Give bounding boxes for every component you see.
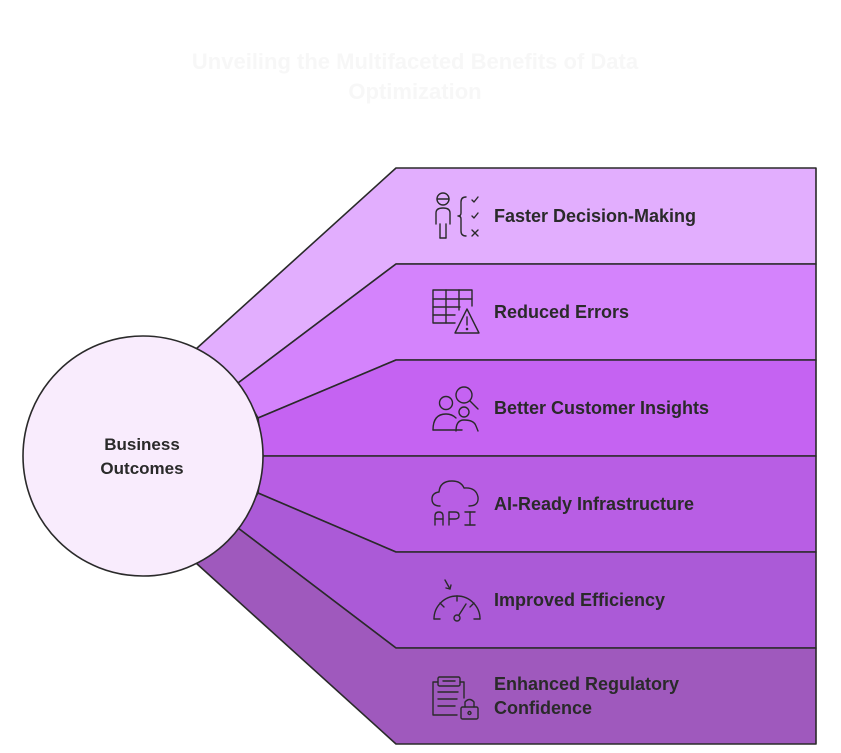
speedometer-icon xyxy=(433,579,481,622)
label-improved-efficiency: Improved Efficiency xyxy=(494,590,665,610)
label-enhanced-regulatory-line-1: Enhanced Regulatory xyxy=(494,674,679,694)
table-warning-icon xyxy=(432,289,480,334)
label-enhanced-regulatory-line-2: Confidence xyxy=(494,698,592,718)
clipboard-lock-icon xyxy=(432,676,479,720)
users-search-icon xyxy=(432,386,479,432)
label-reduced-errors: Reduced Errors xyxy=(494,302,629,322)
label-ai-ready-infrastructure: AI-Ready Infrastructure xyxy=(494,494,694,514)
hub-circle: Business Outcomes xyxy=(22,335,264,577)
title-line-1: Unveiling the Multifaceted Benefits of D… xyxy=(191,49,639,74)
cloud-api-icon xyxy=(431,480,479,526)
title-line-2: Optimization xyxy=(348,79,482,104)
hub-label-line-1: Business xyxy=(104,435,180,454)
label-better-customer-insights: Better Customer Insights xyxy=(494,398,709,418)
label-faster-decision-making: Faster Decision-Making xyxy=(494,206,696,226)
decision-person-icon xyxy=(435,192,479,239)
page-title: Unveiling the Multifaceted Benefits of D… xyxy=(150,47,680,107)
hub-label-line-2: Outcomes xyxy=(100,459,183,478)
